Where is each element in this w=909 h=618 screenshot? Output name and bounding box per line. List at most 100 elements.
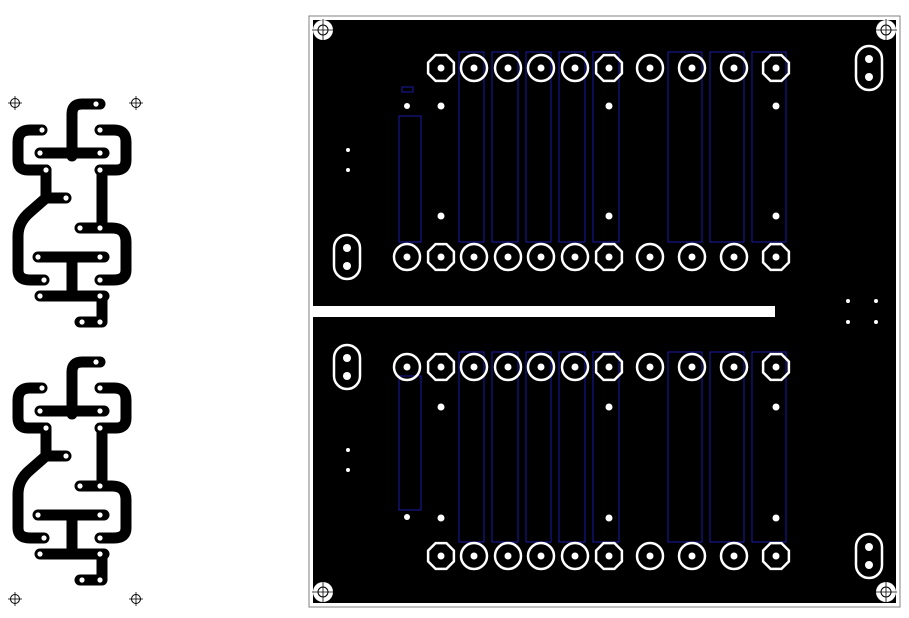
pad-hole bbox=[43, 167, 49, 173]
pad-drill bbox=[504, 64, 512, 72]
through-hole-pad bbox=[493, 541, 523, 571]
pad-hole bbox=[97, 408, 103, 414]
pad-ring bbox=[493, 352, 523, 382]
copper-trace bbox=[66, 98, 106, 162]
through-hole-pad bbox=[594, 352, 624, 382]
pad-drill bbox=[646, 552, 654, 560]
silkscreen-outline bbox=[525, 51, 552, 243]
small-board bbox=[12, 356, 132, 586]
pad-drill bbox=[343, 262, 351, 270]
pad-ring bbox=[719, 352, 749, 382]
via-hole bbox=[772, 403, 780, 411]
pad-drill bbox=[730, 253, 738, 261]
pad-hole bbox=[35, 512, 41, 518]
through-hole-pad bbox=[719, 541, 749, 571]
pad-ring bbox=[560, 352, 590, 382]
pad-ring bbox=[426, 352, 456, 382]
connector-pad-pair bbox=[332, 233, 362, 281]
pad-hole bbox=[97, 483, 103, 489]
via-hole bbox=[437, 102, 445, 110]
through-hole-pad bbox=[493, 242, 523, 272]
silkscreen-outline bbox=[751, 51, 787, 243]
pad-hole bbox=[77, 483, 83, 489]
via-hole bbox=[874, 320, 878, 324]
pad-hole bbox=[97, 277, 103, 283]
through-hole-pad bbox=[493, 352, 523, 382]
pad-ring bbox=[635, 53, 665, 83]
pad-ring bbox=[526, 242, 556, 272]
through-hole-pad bbox=[392, 352, 422, 382]
pad-ring bbox=[392, 242, 422, 272]
pad-drill bbox=[537, 363, 545, 371]
pad-ring bbox=[426, 541, 456, 571]
pad-ring bbox=[332, 233, 362, 281]
pad-hole bbox=[97, 150, 103, 156]
pad-ring bbox=[594, 541, 624, 571]
copper-trace bbox=[66, 356, 106, 420]
through-hole-pad bbox=[560, 53, 590, 83]
pad-hole bbox=[63, 453, 69, 459]
pad-drill bbox=[470, 363, 478, 371]
pad-drill bbox=[605, 64, 613, 72]
through-hole-pad bbox=[719, 53, 749, 83]
copper-trace bbox=[12, 124, 52, 176]
pad-hole bbox=[39, 127, 45, 133]
mounting-hole-icon bbox=[8, 96, 22, 110]
pad-hole bbox=[77, 225, 83, 231]
copper-trace bbox=[12, 164, 52, 286]
pad-hole bbox=[97, 425, 103, 431]
via-hole bbox=[437, 514, 445, 522]
pad-ring bbox=[392, 352, 422, 382]
pad-ring bbox=[677, 541, 707, 571]
through-hole-pad bbox=[635, 352, 665, 382]
pad-drill bbox=[772, 552, 780, 560]
via-hole bbox=[772, 102, 780, 110]
pad-drill bbox=[865, 561, 873, 569]
pad-drill bbox=[571, 253, 579, 261]
via-hole bbox=[605, 102, 613, 110]
pad-drill bbox=[571, 552, 579, 560]
mounting-hole-icon bbox=[312, 19, 334, 41]
through-hole-pad bbox=[459, 352, 489, 382]
pad-drill bbox=[343, 244, 351, 252]
pad-ring bbox=[594, 242, 624, 272]
pad-hole bbox=[97, 225, 103, 231]
pad-hole bbox=[41, 277, 47, 283]
silkscreen-outline bbox=[592, 51, 620, 243]
pad-ring bbox=[459, 352, 489, 382]
pad-ring bbox=[594, 53, 624, 83]
silkscreen-outline bbox=[401, 86, 414, 93]
pad-hole bbox=[97, 293, 103, 299]
through-hole-pad bbox=[526, 53, 556, 83]
pad-drill bbox=[537, 552, 545, 560]
small-board bbox=[12, 98, 132, 328]
pad-hole bbox=[97, 551, 103, 557]
through-hole-pad bbox=[635, 541, 665, 571]
pad-hole bbox=[41, 535, 47, 541]
pad-ring bbox=[332, 343, 362, 391]
through-hole-pad bbox=[761, 242, 791, 272]
through-hole-pad bbox=[761, 541, 791, 571]
silkscreen-outline bbox=[667, 51, 703, 243]
large-board bbox=[308, 15, 901, 608]
small-boards bbox=[8, 96, 143, 606]
pad-drill bbox=[688, 552, 696, 560]
pad-hole bbox=[97, 535, 103, 541]
pad-drill bbox=[470, 64, 478, 72]
through-hole-pad bbox=[493, 53, 523, 83]
pad-hole bbox=[97, 127, 103, 133]
through-hole-pad bbox=[677, 541, 707, 571]
through-hole-pad bbox=[635, 242, 665, 272]
pad-ring bbox=[560, 541, 590, 571]
via-hole bbox=[346, 448, 350, 452]
through-hole-pad bbox=[426, 242, 456, 272]
connector-pad-pair bbox=[854, 532, 884, 580]
pad-drill bbox=[688, 64, 696, 72]
pad-ring bbox=[459, 541, 489, 571]
mounting-hole-icon bbox=[312, 581, 334, 603]
pad-hole bbox=[93, 359, 99, 365]
pad-drill bbox=[470, 552, 478, 560]
silkscreen-outline bbox=[491, 51, 519, 243]
via-hole bbox=[772, 212, 780, 220]
